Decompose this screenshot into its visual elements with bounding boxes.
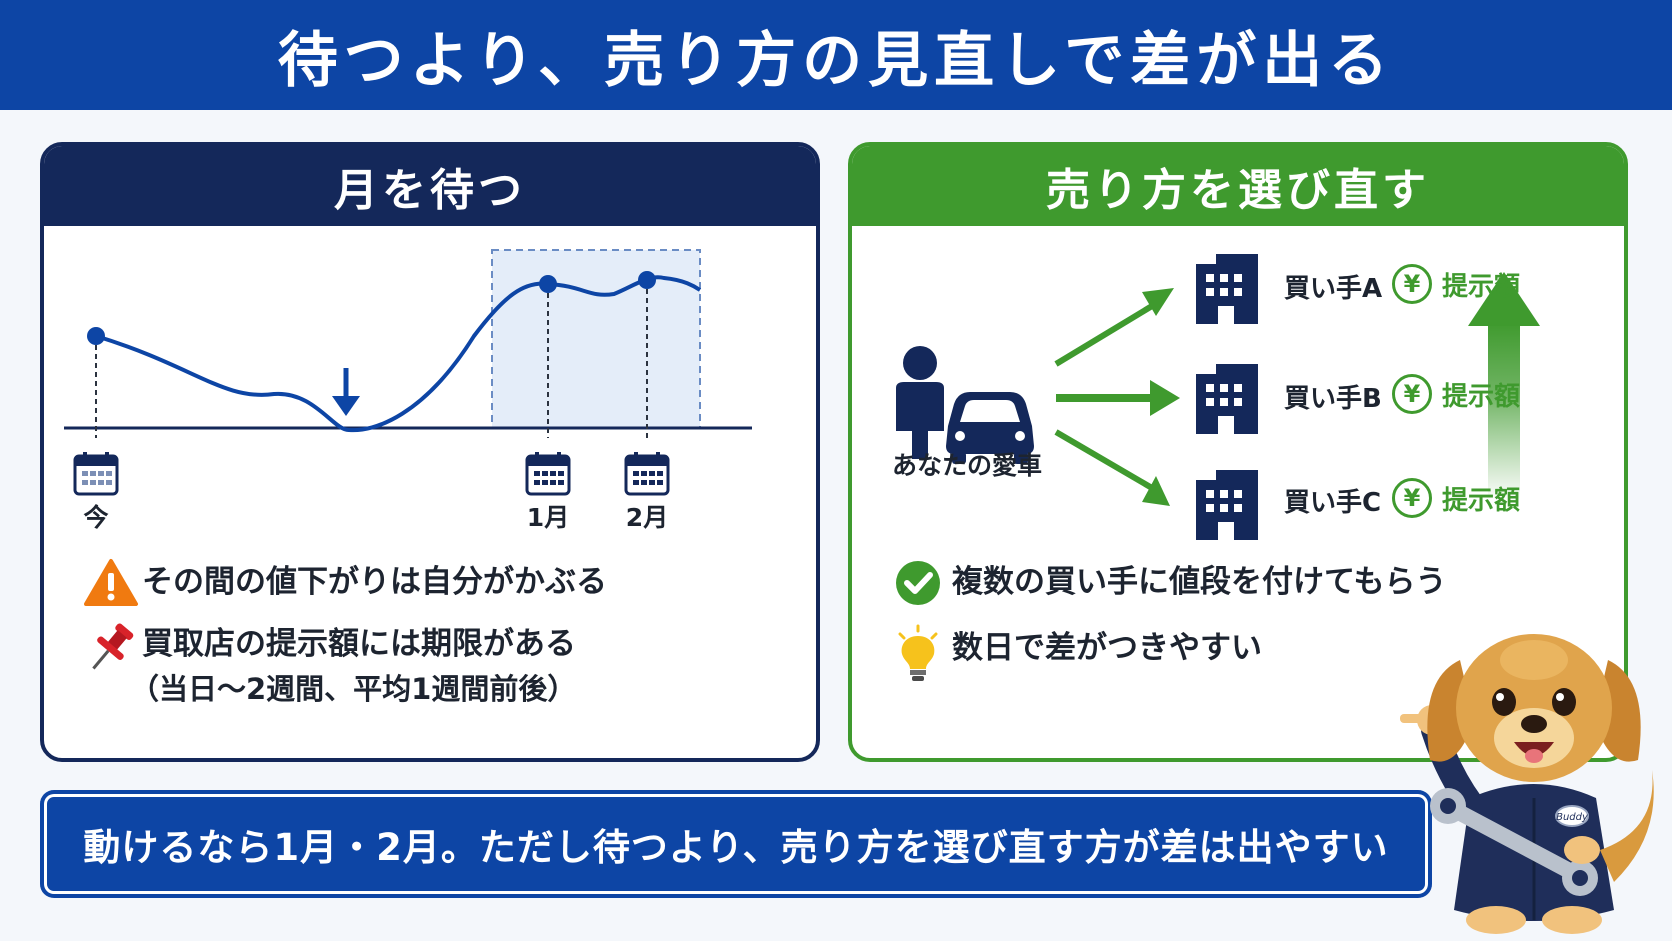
multiple-buyers-diagram: [896, 254, 1540, 540]
bullet-text: 数日で差がつきやすい: [952, 630, 1262, 666]
point-january: [539, 275, 557, 293]
arrow-to-buyer-b-icon: [1056, 380, 1180, 416]
buyer-label-c: 買い手C: [1284, 488, 1382, 518]
title-bar: 待つより、売り方の見直しで差が出る: [0, 0, 1672, 110]
pushpin-icon: [92, 623, 134, 670]
offer-label: 提示額: [1442, 381, 1521, 412]
mascot-badge: Buddy: [1556, 812, 1589, 823]
building-icon: [1196, 364, 1258, 434]
offer-badge-a: ¥ 提示額: [1392, 264, 1520, 304]
building-icon: [1196, 254, 1258, 324]
bullet-text: その間の値下がりは自分がかぶる: [142, 564, 607, 600]
bullet-price-drop: その間の値下がりは自分がかぶる: [84, 558, 607, 608]
bullet-text: 買取店の提示額には期限がある: [142, 626, 576, 662]
buyer-label-a: 買い手A: [1284, 274, 1383, 304]
yen-icon: ¥: [1392, 264, 1432, 304]
bullet-text: 複数の買い手に値段を付けてもらう: [952, 564, 1447, 600]
check-circle-icon: [896, 561, 940, 605]
calendar-icon: [73, 452, 119, 496]
bullet-few-days: 数日で差がつきやすい: [894, 624, 1262, 684]
car-label: あなたの愛車: [892, 451, 1043, 480]
yen-icon: ¥: [1392, 374, 1432, 414]
offer-badge-b: ¥ 提示額: [1392, 374, 1520, 414]
car-icon: [946, 392, 1034, 464]
buyer-label-b: 買い手B: [1284, 384, 1382, 414]
arrow-to-buyer-c-icon: [1054, 429, 1170, 506]
calendar-icon: [624, 452, 670, 496]
timeline-label-february: 2月: [626, 503, 668, 532]
summary-text: 動けるなら1月・2月。ただし待つより、売り方を選び直す方が差は出やすい: [83, 826, 1389, 869]
page-title: 待つより、売り方の見直しで差が出る: [277, 25, 1395, 96]
calendar-icon: [525, 452, 571, 496]
point-february: [638, 271, 656, 289]
warning-icon: [84, 559, 138, 606]
offer-label: 提示額: [1442, 485, 1521, 516]
wrench-icon: [1430, 788, 1598, 896]
building-icon: [1196, 470, 1258, 540]
timeline-label-now: 今: [83, 503, 108, 532]
reselect-panel-heading: 売り方を選び直す: [852, 146, 1624, 226]
bullet-multiple-quotes: 複数の買い手に値段を付けてもらう: [894, 558, 1446, 608]
dog-mascot-icon: Buddy: [1400, 634, 1654, 934]
lightbulb-icon: [898, 624, 938, 681]
timeline-label-january: 1月: [527, 503, 569, 532]
down-arrow-icon: [332, 368, 360, 416]
bullet-offer-deadline: 買取店の提示額には期限がある （当日〜2週間、平均1週間前後）: [84, 620, 576, 710]
up-arrow-icon: [1468, 272, 1540, 501]
offer-label: 提示額: [1442, 271, 1521, 302]
wait-panel-heading: 月を待つ: [44, 146, 816, 226]
point-now: [87, 327, 105, 345]
person-icon: [896, 346, 944, 459]
price-timeline-diagram: 今 1月 2月: [64, 249, 752, 532]
bullet-subtext: （当日〜2週間、平均1週間前後）: [130, 672, 577, 706]
arrow-to-buyer-a-icon: [1054, 288, 1174, 367]
yen-icon: ¥: [1392, 478, 1432, 518]
summary-banner: 動けるなら1月・2月。ただし待つより、売り方を選び直す方が差は出やすい: [40, 790, 1432, 898]
offer-badge-c: ¥ 提示額: [1392, 478, 1520, 518]
wait-panel: 月を待つ: [40, 142, 820, 762]
